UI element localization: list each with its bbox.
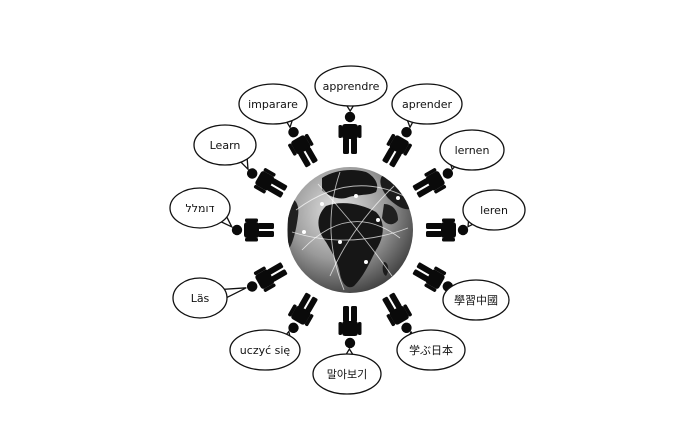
speech-bubble-word: 學習中國 — [454, 294, 498, 307]
speech-bubble: Läs — [172, 277, 247, 319]
person-figure — [246, 168, 288, 198]
person-figure — [288, 126, 318, 168]
speech-bubble: 学ぶ日本 — [396, 329, 466, 371]
speech-bubble: leren — [462, 189, 526, 231]
speech-bubble: lernen — [439, 129, 505, 171]
speech-bubble-word: Learn — [210, 139, 241, 152]
person-figure — [231, 218, 274, 242]
globe — [287, 167, 413, 293]
speech-bubble-word: aprender — [402, 98, 452, 111]
person-figure — [338, 306, 362, 349]
speech-bubble-word: Läs — [191, 292, 210, 305]
speech-bubble: aprender — [391, 83, 463, 129]
speech-bubble-word: 学ぶ日本 — [409, 343, 453, 357]
speech-bubble: דומלל — [169, 187, 234, 229]
speech-bubble: apprendre — [314, 65, 388, 113]
speech-bubble: 말아보기 — [312, 347, 382, 395]
speech-bubble-word: lernen — [455, 144, 490, 157]
person-figure — [426, 218, 469, 242]
speech-bubble-word: apprendre — [323, 80, 380, 93]
person-figure — [382, 126, 412, 168]
person-figure — [246, 262, 288, 292]
people-ring — [231, 111, 469, 349]
person-figure — [412, 168, 454, 198]
speech-bubble-word: דומלל — [186, 202, 215, 215]
speech-bubble: imparare — [238, 83, 308, 129]
person-figure — [338, 111, 362, 154]
person-figure — [382, 292, 412, 334]
globe-land — [288, 170, 412, 288]
speech-bubble: Learn — [193, 124, 257, 171]
speech-bubble: 學習中國 — [442, 279, 510, 321]
speech-bubble-word: imparare — [248, 98, 298, 111]
speech-bubble-word: leren — [480, 204, 508, 217]
globe-network-lines — [291, 171, 409, 291]
speech-bubble: uczyć się — [229, 329, 301, 371]
globe-network-nodes — [302, 194, 400, 264]
speech-bubble-word: uczyć się — [240, 344, 291, 357]
speech-bubble-word: 말아보기 — [327, 368, 367, 381]
person-figure — [288, 292, 318, 334]
